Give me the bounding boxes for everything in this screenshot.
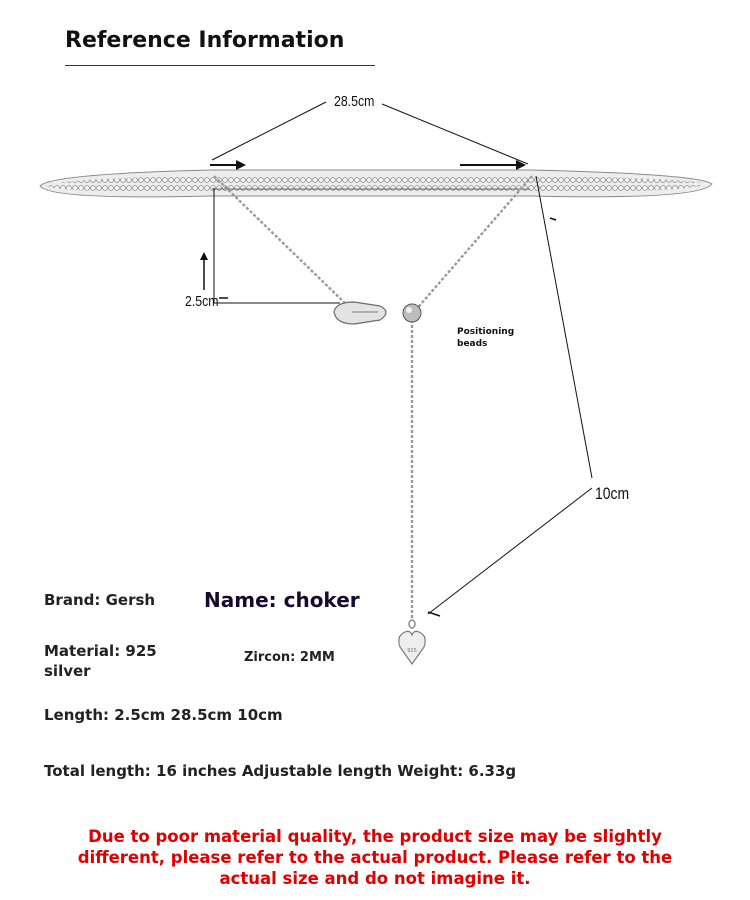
title-divider [65,65,375,66]
bead-note: Positioning beads [457,327,515,349]
material-label: Material: 925 silver [44,642,157,680]
size-disclaimer: Due to poor material quality, the produc… [77,827,673,888]
length-label: Length: 2.5cm 28.5cm 10cm [44,706,283,724]
dimension-label-width: 28.5cm [334,93,375,110]
chain-links [213,175,533,620]
product-name: Name: choker [204,588,360,612]
dimension-lines [211,101,593,615]
zircon-label: Zircon: 2MM [244,650,335,665]
dimension-label-drop: 2.5cm [185,293,219,310]
total-length-label: Total length: 16 inches Adjustable lengt… [44,762,517,780]
dimension-arrows [200,160,557,617]
lobster-clasp [333,301,387,325]
choker-band [39,169,713,198]
dimension-label-extender: 10cm [595,484,630,503]
page-title: Reference Information [65,28,345,53]
heart-charm: 925 [398,619,426,666]
positioning-bead [402,303,422,323]
brand-label: Brand: Gersh [44,591,156,609]
charm-engraving: 925 [407,648,417,654]
